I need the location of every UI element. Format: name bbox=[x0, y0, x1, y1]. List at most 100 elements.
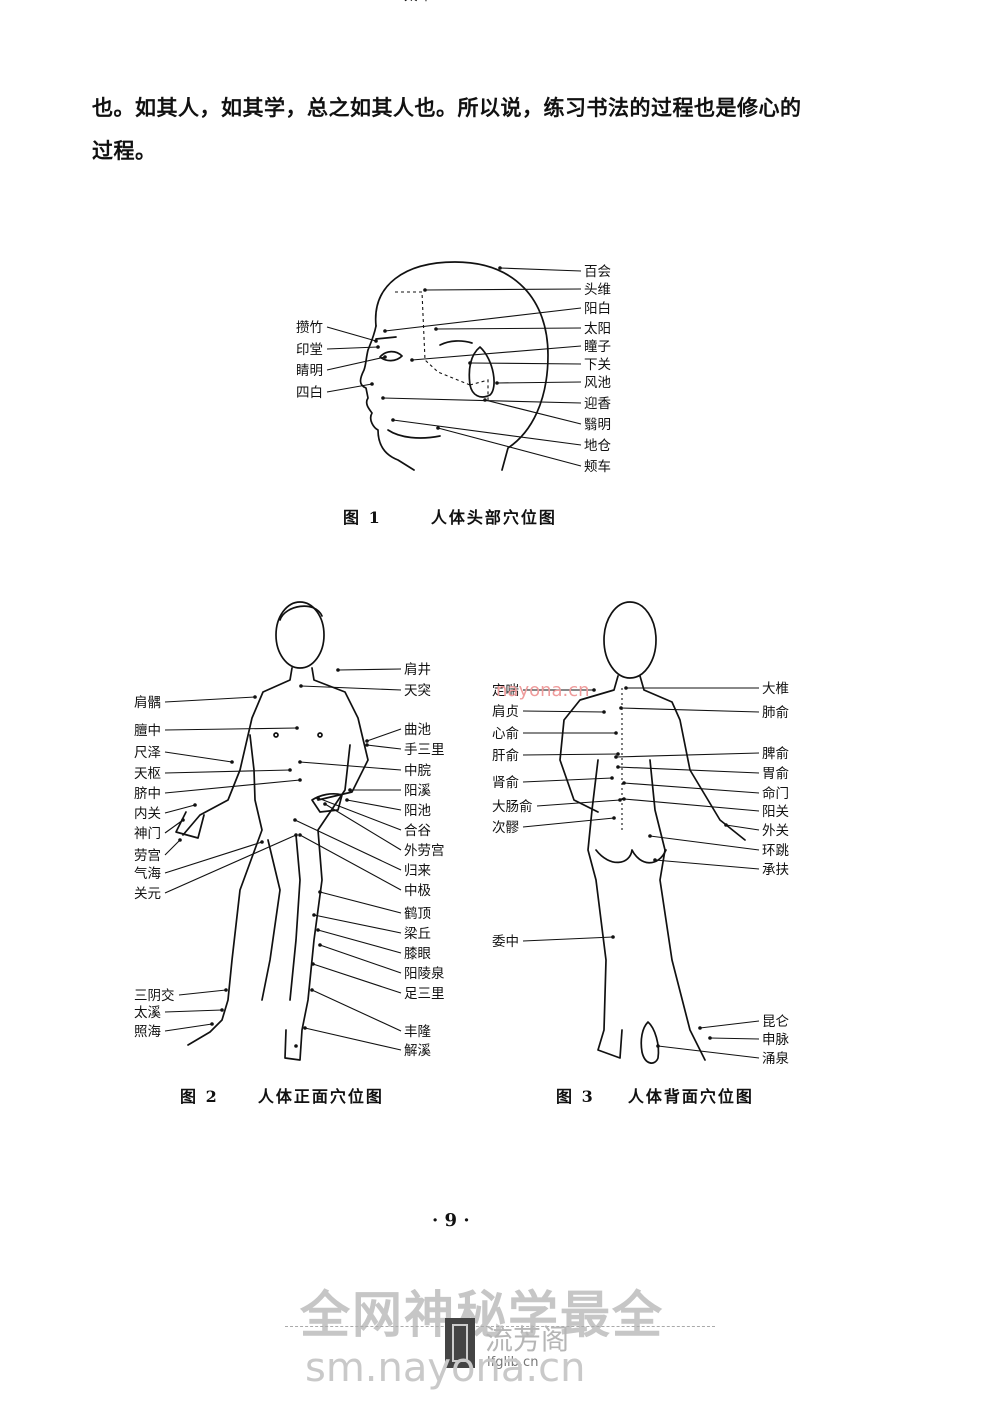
figure3-acupoint-dot bbox=[612, 816, 616, 820]
figure1-leader-line bbox=[326, 356, 386, 371]
figure1-acupoint-dot bbox=[383, 355, 387, 359]
figure3-acupoint-dot bbox=[602, 710, 606, 714]
figure3-right-label: 昆仑 bbox=[762, 1014, 790, 1030]
figure3-right-label: 环跳 bbox=[762, 843, 790, 859]
figure2-left-label: 神门 bbox=[134, 826, 161, 842]
page-number: · 9 · bbox=[432, 1210, 470, 1231]
figure2-acupoint-dot bbox=[299, 684, 303, 688]
figure2-leader-line bbox=[294, 819, 402, 871]
figure2-leader-line bbox=[164, 841, 263, 874]
figure2-right-label: 阳池 bbox=[404, 803, 431, 819]
figure2-left-label: 太溪 bbox=[134, 1005, 161, 1021]
figure1-acupoint-dot bbox=[410, 358, 414, 362]
figure3-leader-lines bbox=[522, 686, 760, 1059]
figure3-leader-line bbox=[654, 859, 760, 870]
figure1-left-label: 四白 bbox=[296, 385, 323, 401]
figure1-acupoint-dot bbox=[495, 381, 499, 385]
figure2-acupoint-dot bbox=[348, 788, 352, 792]
figure2-acupoint-dot bbox=[310, 988, 314, 992]
figure2-acupoint-dot bbox=[178, 838, 182, 842]
figure3-acupoint-dot bbox=[592, 688, 596, 692]
figure3-acupoint-dot bbox=[614, 755, 618, 759]
figure2-caption: 图 2 人体正面穴位图 bbox=[180, 1083, 384, 1107]
figure2-leader-line bbox=[317, 797, 402, 831]
figure2-left-label: 脐中 bbox=[134, 786, 161, 802]
figure2-leader-line bbox=[164, 779, 301, 794]
figure1-right-label: 迎香 bbox=[584, 396, 612, 412]
figure2-acupoint-dot bbox=[295, 726, 299, 730]
figure2-leader-line bbox=[164, 751, 233, 763]
figure1-acupoint-dot bbox=[376, 345, 380, 349]
figure1-acupoint-dot bbox=[483, 398, 487, 402]
figure2-acupoint-dot bbox=[260, 840, 264, 844]
figure2-right-label: 阳溪 bbox=[404, 783, 431, 799]
figure2-acupoint-dot bbox=[318, 890, 322, 894]
figure2-leader-line bbox=[313, 914, 402, 934]
figure2-leader-line bbox=[164, 834, 297, 894]
figure3-left-label: 心俞 bbox=[492, 725, 520, 742]
watermark-overlay: nayona.cn bbox=[496, 680, 590, 701]
figure2-acupoint-dot bbox=[365, 739, 369, 743]
figure3-acupoint-dot bbox=[614, 731, 618, 735]
figure2-leader-line bbox=[366, 728, 402, 742]
figure2-left-label: 内关 bbox=[134, 806, 161, 822]
figure3-acupoint-dot bbox=[622, 781, 626, 785]
figure2-left-label: 劳宫 bbox=[134, 848, 161, 864]
figure2-right-label: 解溪 bbox=[404, 1043, 431, 1059]
figure3-left-label: 肾俞 bbox=[492, 774, 520, 791]
figure2-acupoint-dot bbox=[288, 768, 292, 772]
figure3-caption: 图 3 人体背面穴位图 bbox=[556, 1083, 754, 1107]
figure1-acupoint-dot bbox=[434, 327, 438, 331]
figure2-acupoint-dot bbox=[365, 743, 369, 747]
figure3-leader-line bbox=[536, 799, 621, 807]
figure2-leader-line bbox=[366, 744, 402, 750]
figure2-leader-line bbox=[299, 834, 402, 891]
figure1-leader-line bbox=[384, 307, 582, 332]
figure2-left-label: 照海 bbox=[134, 1024, 161, 1040]
figure3-acupoint-dot bbox=[653, 858, 657, 862]
figure2-leader-line bbox=[164, 1023, 213, 1032]
figure2-acupoint-dot bbox=[230, 760, 234, 764]
figure1-acupoint-dot bbox=[423, 288, 427, 292]
figure3-leader-line bbox=[623, 782, 760, 794]
figure3-acupoint-dot bbox=[624, 686, 628, 690]
figure3-acupoint-dot bbox=[656, 1044, 660, 1048]
figure2-acupoint-dot bbox=[316, 796, 320, 800]
figure1-leader-line bbox=[424, 288, 582, 291]
figure2-leader-line bbox=[317, 929, 402, 954]
figure1-acupoint-dot bbox=[498, 266, 502, 270]
figure1-right-label: 颊车 bbox=[584, 458, 611, 475]
figure3-acupoint-dot bbox=[618, 798, 622, 802]
figure2-acupoint-dot bbox=[294, 833, 298, 837]
figure3-leader-line bbox=[617, 766, 760, 774]
figure2-acupoint-dot bbox=[311, 962, 315, 966]
figure2-acupoint-dot bbox=[323, 802, 327, 806]
figure3-right-label: 胃俞 bbox=[762, 765, 790, 782]
figure1-leader-line bbox=[382, 397, 582, 404]
figure2-right-label: 肩井 bbox=[404, 662, 431, 678]
figure3-right-label: 肺俞 bbox=[762, 704, 790, 721]
figure3-left-label: 肝俞 bbox=[492, 747, 520, 764]
figure3-acupoint-dot bbox=[611, 935, 615, 939]
figure2-right-label: 梁丘 bbox=[404, 926, 431, 942]
figure2-leader-line bbox=[164, 839, 181, 856]
figure1-acupoint-dot bbox=[370, 382, 374, 386]
figure1-leader-line bbox=[326, 383, 373, 393]
figure1-right-label: 翳明 bbox=[584, 417, 611, 433]
figure1-right-label: 地仓 bbox=[584, 438, 612, 454]
figure1-acupoint-dot bbox=[383, 329, 387, 333]
figure1-leader-line bbox=[484, 399, 582, 425]
figure3-leader-line bbox=[522, 936, 614, 942]
figure2-right-label: 太冲 bbox=[404, 0, 431, 4]
figure2-leader-line bbox=[319, 944, 402, 974]
figure1-acupoint-dot bbox=[374, 339, 378, 343]
figure3-caption-title: 人体背面穴位图 bbox=[627, 1087, 754, 1106]
figure1-leader-line bbox=[411, 345, 582, 361]
body-text-line-2: 过程。 bbox=[92, 138, 157, 163]
figure2-right-label: 中脘 bbox=[404, 763, 431, 779]
figure3-right-label: 外关 bbox=[762, 823, 789, 839]
figure3-acupoint-dot bbox=[648, 834, 652, 838]
body-text-line-1: 也。如其人，如其学，总之如其人也。所以说，练习书法的过程也是修心的 bbox=[92, 95, 802, 120]
figure2-right-label: 曲池 bbox=[404, 722, 431, 738]
